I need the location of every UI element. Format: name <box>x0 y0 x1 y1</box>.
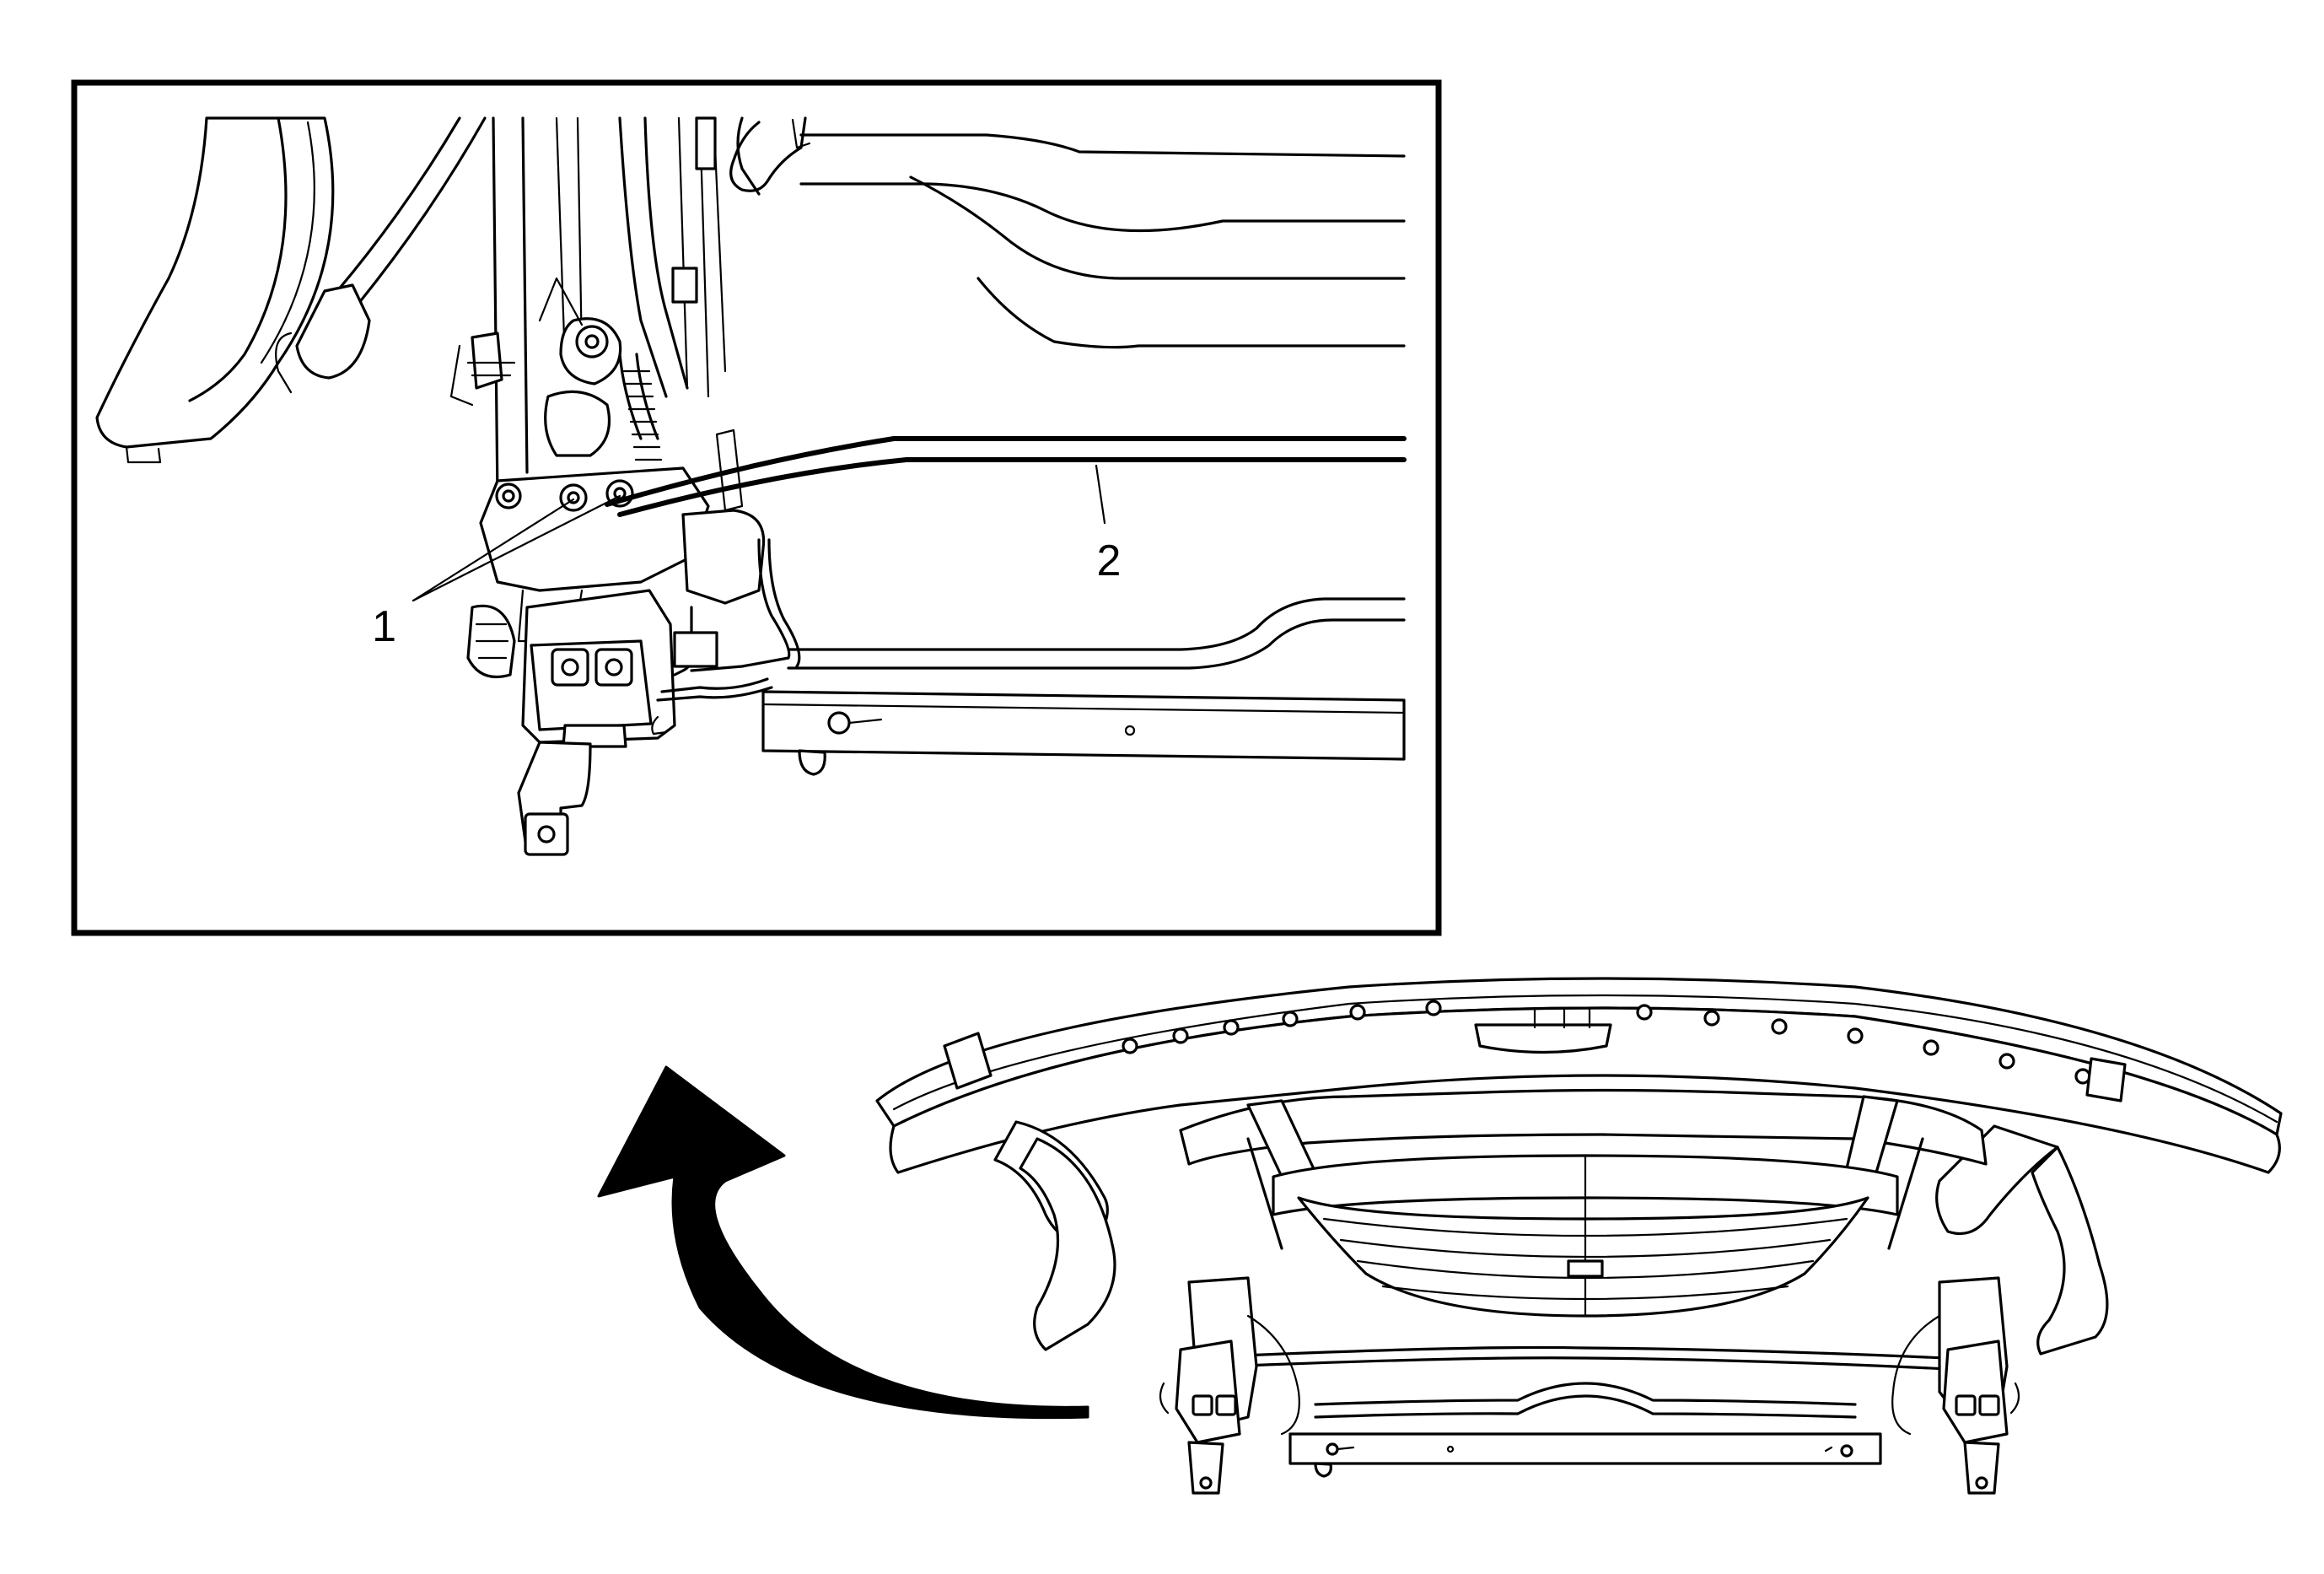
linkage-arm <box>492 116 727 499</box>
detail-inset: 1 2 <box>71 79 1442 936</box>
cable-harness <box>651 116 801 736</box>
roof-bows <box>729 116 1406 349</box>
roof-panel-edge <box>95 116 335 464</box>
callout-2-leader <box>1095 464 1106 525</box>
callout-1-leader <box>412 494 621 602</box>
roof-frame-overview <box>875 977 2283 1495</box>
curved-arrow-icon <box>597 1065 1089 1420</box>
spring-pivot-cluster <box>449 277 663 461</box>
lower-tube <box>787 597 1406 670</box>
cross-tube <box>605 436 1407 517</box>
latch-housing <box>466 429 766 856</box>
support-strut <box>275 116 487 394</box>
header-bolts <box>1122 1000 2091 1085</box>
callout-1-label: 1 <box>372 602 396 651</box>
callout-2-label: 2 <box>1097 536 1122 585</box>
mounting-rail <box>761 690 1406 776</box>
